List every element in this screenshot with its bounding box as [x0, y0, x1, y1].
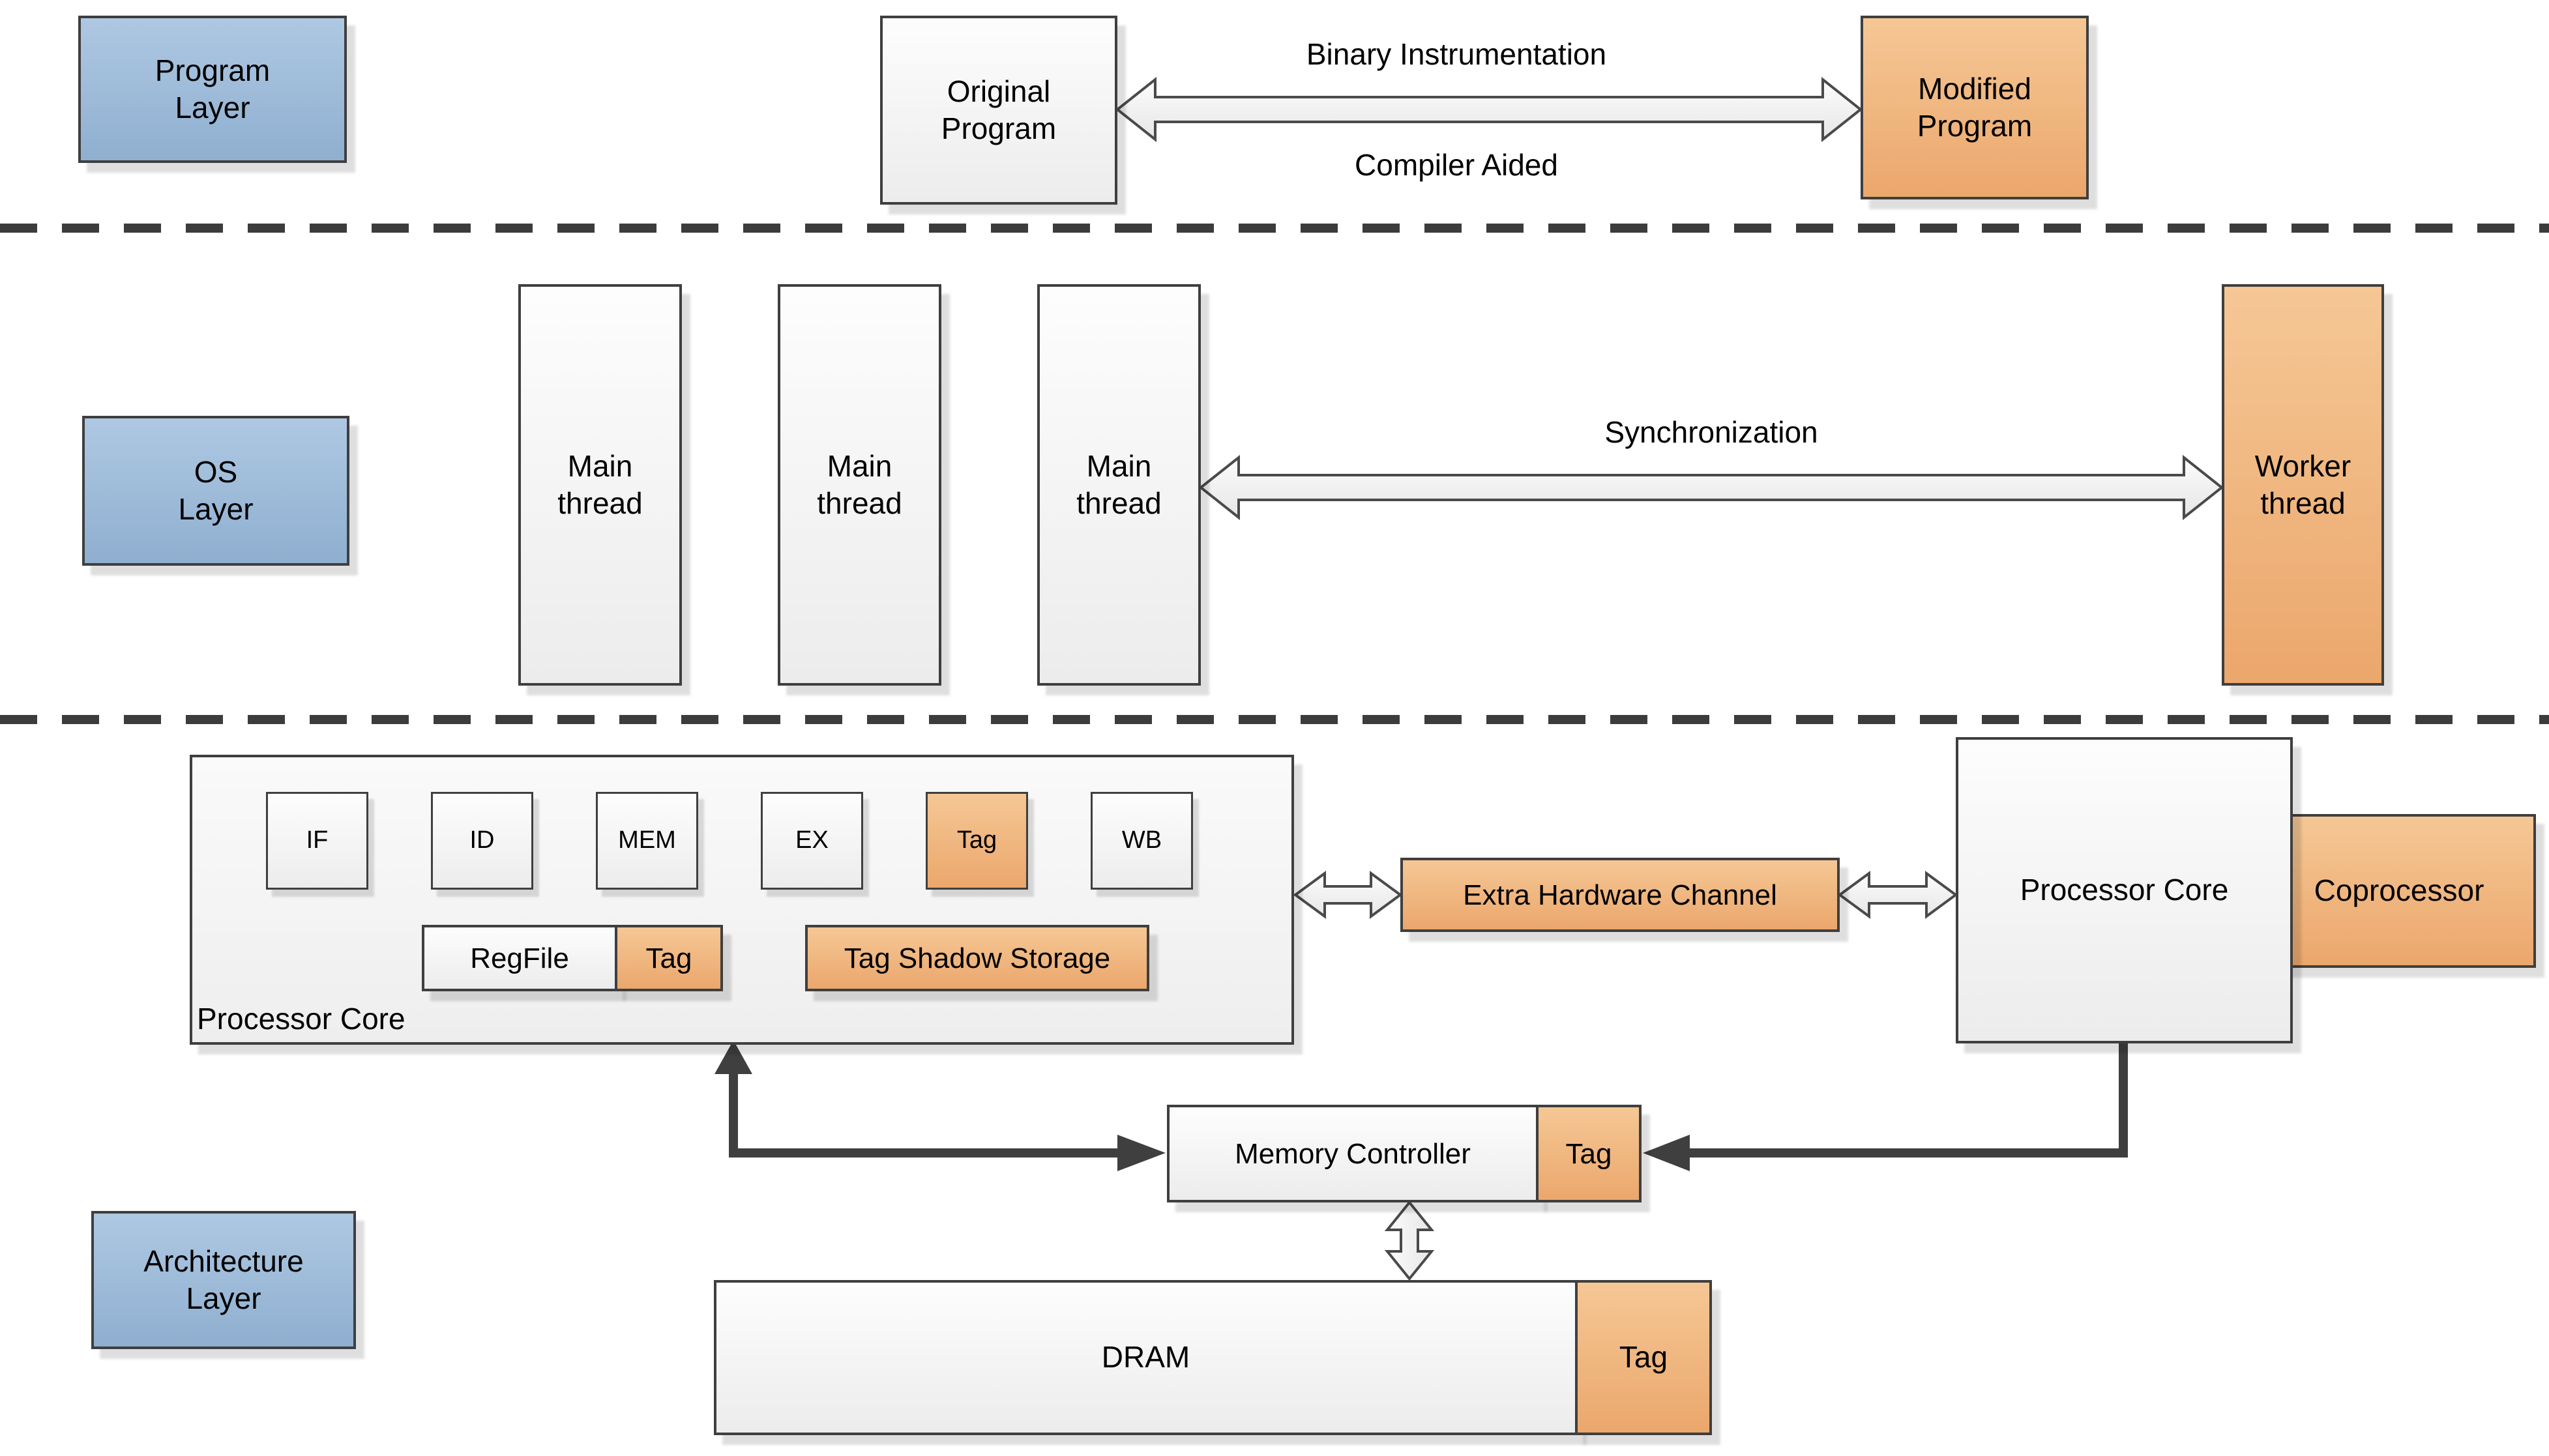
dram-tag-label: Tag: [1619, 1340, 1668, 1375]
stage-id-label: ID: [469, 826, 495, 854]
worker-thread-label: Worker thread: [2254, 448, 2351, 521]
main-thread-box-3: Main thread: [1037, 284, 1201, 686]
pipeline-stage-ex: EX: [761, 792, 863, 890]
pipeline-stage-mem: MEM: [596, 792, 698, 890]
extra-hardware-channel-box: Extra Hardware Channel: [1400, 858, 1840, 932]
original-program-label: Original Program: [941, 74, 1057, 146]
core1-memcontroller-line: [729, 1069, 1117, 1158]
main-thread-label-3: Main thread: [1076, 448, 1162, 521]
extra-hardware-channel-label: Extra Hardware Channel: [1463, 879, 1777, 911]
processor-core-1-label: Processor Core: [197, 1002, 405, 1036]
regfile-tag-label: Tag: [645, 942, 692, 974]
worker-thread-box: Worker thread: [2222, 284, 2384, 686]
memory-controller-label: Memory Controller: [1235, 1137, 1471, 1170]
synchronization-label: Synchronization: [1604, 415, 1818, 449]
main-thread-label-2: Main thread: [817, 448, 902, 521]
memcontroller-dram-arrow: [1384, 1200, 1435, 1281]
pipeline-stage-if: IF: [266, 792, 368, 890]
stage-ex-label: EX: [795, 826, 829, 854]
arrowhead-up-core1: [715, 1040, 752, 1074]
original-program-box: Original Program: [880, 16, 1117, 205]
coprocessor-box: Coprocessor: [2262, 814, 2536, 968]
binary-instrumentation-label: Binary Instrumentation: [1306, 37, 1607, 71]
dram-box: DRAM: [714, 1280, 1578, 1435]
architecture-layer-box: Architecture Layer: [91, 1211, 356, 1349]
pipeline-stage-wb: WB: [1091, 792, 1193, 890]
core2-memcontroller-line: [1690, 1043, 2128, 1158]
stage-tag-label: Tag: [956, 826, 997, 854]
compiler-aided-label: Compiler Aided: [1355, 148, 1558, 182]
pipeline-stage-tag: Tag: [926, 792, 1028, 890]
os-layer-box: OS Layer: [82, 416, 349, 566]
channel-core2-arrow: [1837, 871, 1958, 919]
tag-shadow-storage-label: Tag Shadow Storage: [844, 942, 1111, 974]
tag-shadow-storage-box: Tag Shadow Storage: [805, 925, 1149, 991]
pipeline-stage-id: ID: [431, 792, 533, 890]
binary-instrumentation-arrow: [1115, 76, 1863, 143]
regfile-box: RegFile: [422, 925, 617, 991]
program-layer-label: Program Layer: [155, 53, 271, 125]
memory-controller-tag-box: Tag: [1536, 1105, 1642, 1202]
memory-controller-tag-label: Tag: [1565, 1137, 1612, 1170]
coprocessor-label: Coprocessor: [2314, 873, 2484, 908]
os-layer-label: OS Layer: [178, 454, 254, 527]
dram-label: DRAM: [1101, 1340, 1190, 1375]
modified-program-label: Modified Program: [1917, 71, 2033, 143]
main-thread-box-2: Main thread: [778, 284, 941, 686]
arrowhead-left-memtag: [1643, 1135, 1690, 1171]
regfile-tag-box: Tag: [615, 925, 723, 991]
dram-tag-box: Tag: [1575, 1280, 1712, 1435]
processor-core-2-box: Processor Core: [1956, 737, 2293, 1043]
stage-mem-label: MEM: [618, 826, 676, 854]
main-thread-box-1: Main thread: [518, 284, 682, 686]
arrowhead-right-memcontroller: [1117, 1135, 1166, 1171]
stage-if-label: IF: [306, 826, 329, 854]
architecture-layer-label: Architecture Layer: [143, 1244, 304, 1316]
main-thread-label-1: Main thread: [557, 448, 643, 521]
program-layer-box: Program Layer: [78, 16, 347, 163]
synchronization-arrow: [1198, 454, 2224, 521]
modified-program-box: Modified Program: [1861, 16, 2089, 199]
core1-channel-arrow: [1293, 871, 1403, 919]
stage-wb-label: WB: [1121, 826, 1162, 854]
memory-controller-box: Memory Controller: [1167, 1105, 1539, 1202]
regfile-label: RegFile: [470, 942, 569, 974]
processor-core-2-label: Processor Core: [2020, 873, 2229, 907]
